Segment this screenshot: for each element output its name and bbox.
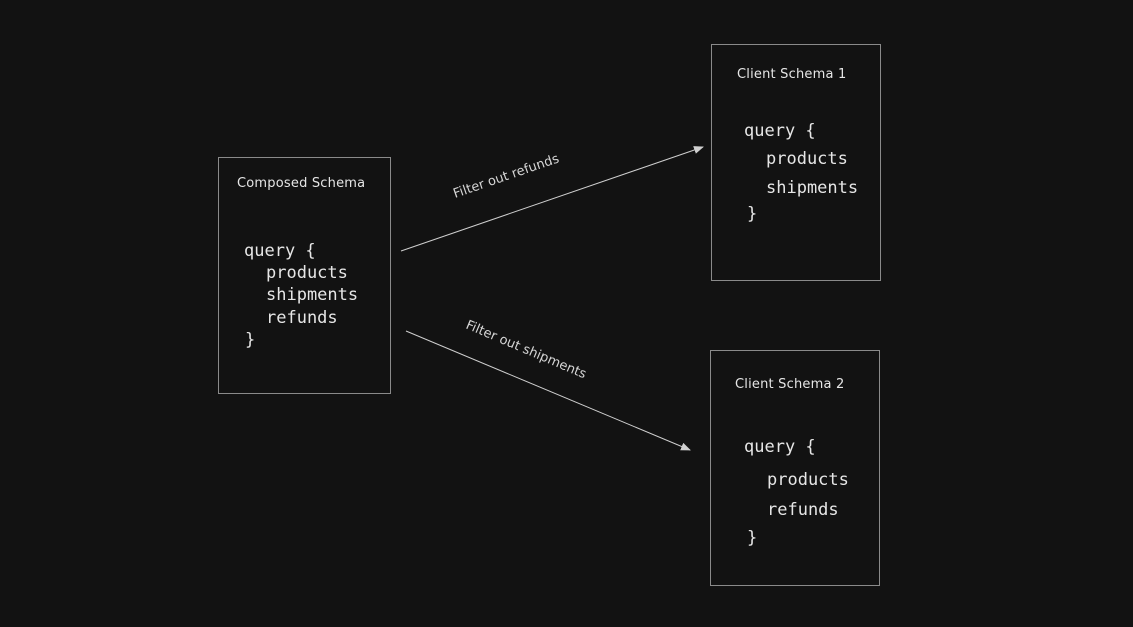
composed-query-close: } bbox=[245, 330, 256, 350]
client-schema-2-title: Client Schema 2 bbox=[735, 377, 845, 392]
client-schema-1-title: Client Schema 1 bbox=[737, 67, 847, 82]
client1-field-products: products bbox=[766, 149, 848, 169]
client2-query-open: query { bbox=[744, 437, 816, 457]
client1-query-open: query { bbox=[744, 121, 816, 141]
client2-query-close: } bbox=[747, 528, 758, 548]
client-schema-2-box bbox=[710, 350, 880, 586]
composed-query-open: query { bbox=[244, 241, 316, 261]
client1-field-shipments: shipments bbox=[766, 178, 859, 198]
client2-field-refunds: refunds bbox=[767, 500, 839, 520]
composed-field-products: products bbox=[266, 263, 348, 283]
client-schema-1-box bbox=[711, 44, 881, 281]
composed-schema-box bbox=[218, 157, 391, 394]
client2-field-products: products bbox=[767, 470, 849, 490]
edge-label-filter-shipments: Filter out shipments bbox=[463, 318, 588, 382]
composed-field-refunds: refunds bbox=[266, 308, 338, 328]
edge-label-filter-refunds: Filter out refunds bbox=[451, 151, 561, 201]
arrow-to-client-schema-1 bbox=[400, 146, 704, 252]
composed-schema-title: Composed Schema bbox=[237, 176, 366, 191]
client1-query-close: } bbox=[747, 204, 758, 224]
arrow-to-client-schema-2 bbox=[405, 330, 691, 451]
composed-field-shipments: shipments bbox=[266, 285, 359, 305]
